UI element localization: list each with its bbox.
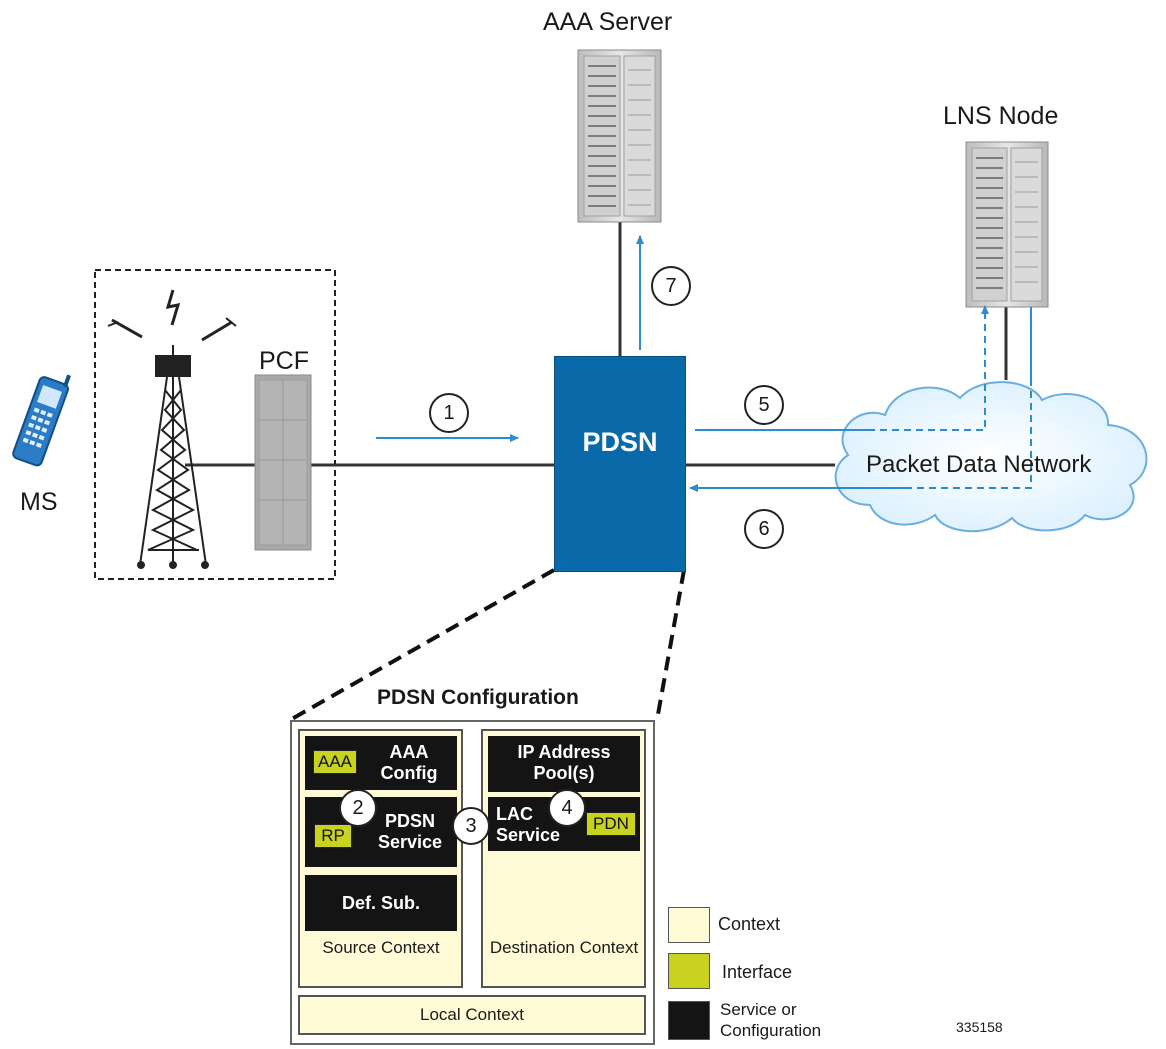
- pcf-label: PCF: [259, 347, 309, 375]
- mobile-phone: [12, 374, 71, 467]
- aaa-config-label: AAA Config: [380, 742, 438, 783]
- pdsn-node: PDSN: [554, 356, 686, 572]
- step-4-marker: 4: [548, 789, 586, 827]
- legend-service-swatch: [668, 1001, 710, 1040]
- step-3-marker: 3: [452, 807, 490, 845]
- step-6-marker: 6: [744, 509, 784, 549]
- aaa-interface: AAA: [313, 750, 357, 774]
- local-context: Local Context: [298, 995, 646, 1035]
- zoom-line-left: [289, 568, 555, 722]
- pdn-interface: PDN: [586, 812, 636, 836]
- packet-data-network-label: Packet Data Network: [866, 451, 1092, 478]
- ip-address-pool-label: IP Address Pool(s): [517, 742, 611, 783]
- legend-service-label: Service or Configuration: [720, 1000, 822, 1040]
- figure-id: 335158: [956, 1019, 1003, 1035]
- pdsn-label: PDSN: [582, 427, 658, 457]
- legend-context-label: Context: [718, 914, 781, 934]
- legend-context-swatch: [668, 907, 710, 943]
- source-context-label: Source Context: [322, 938, 440, 957]
- aaa-server-label: AAA Server: [543, 8, 673, 36]
- lns-node-label: LNS Node: [943, 102, 1059, 130]
- step-1-marker: 1: [429, 393, 469, 433]
- destination-context-label: Destination Context: [489, 938, 639, 957]
- step-5-marker: 5: [744, 385, 784, 425]
- pdsn-service-label: PDSN Service: [377, 811, 443, 852]
- local-context-label: Local Context: [420, 1005, 524, 1024]
- rp-interface: RP: [314, 824, 352, 848]
- zoom-line-right: [655, 569, 686, 721]
- default-subscriber-label: Def. Sub.: [341, 893, 420, 913]
- legend-interface-label: Interface: [722, 962, 793, 982]
- pdsn-configuration-title: PDSN Configuration: [377, 686, 579, 709]
- step-7-marker: 7: [651, 266, 691, 306]
- ip-address-pool-block: IP Address Pool(s): [488, 736, 640, 792]
- flow-5-tunnel: [868, 305, 989, 431]
- ms-label: MS: [20, 488, 58, 516]
- cell-tower: [107, 289, 237, 569]
- default-subscriber-block: Def. Sub.: [305, 875, 457, 931]
- pcf-cabinet: [254, 374, 312, 551]
- ran-boundary: [94, 269, 336, 580]
- lns-node-rack: [965, 141, 1049, 308]
- step-2-marker: 2: [339, 789, 377, 827]
- lac-service-label: LAC Service: [496, 804, 561, 845]
- aaa-server-rack: [577, 49, 662, 223]
- legend-interface-swatch: [668, 953, 710, 989]
- packet-data-network-cloud: [834, 381, 1148, 533]
